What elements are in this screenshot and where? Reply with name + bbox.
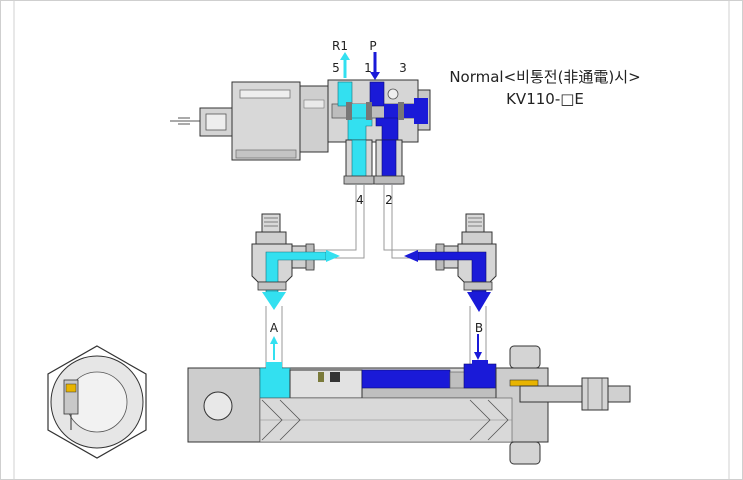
solenoid-valve [170, 79, 431, 185]
speed-controller-right [404, 213, 497, 312]
port-label-a: A [270, 321, 279, 335]
air-cylinder [187, 345, 631, 465]
port-label-p: P [369, 39, 376, 53]
exhaust-arrow-r1 [340, 52, 350, 78]
port-label-5: 5 [332, 61, 340, 75]
title-model: KV110-□E [506, 90, 584, 108]
supply-arrow-p [370, 52, 380, 80]
tube-a-vertical [265, 306, 283, 368]
cylinder-end-view [47, 345, 147, 459]
port-label-4: 4 [356, 193, 364, 207]
diagram-title: Normal<비통전(非通電)시> KV110-□E [440, 66, 650, 110]
flow-arrow-b-down [474, 334, 482, 360]
port-label-b: B [475, 321, 483, 335]
title-state: Normal<비통전(非通電)시> [449, 68, 641, 86]
port-label-1: 1 [364, 61, 372, 75]
speed-controller-left [251, 213, 340, 310]
tube-b-vertical [469, 306, 487, 368]
port-label-2: 2 [385, 193, 393, 207]
flow-arrow-a-up [270, 336, 278, 360]
port-label-3: 3 [399, 61, 407, 75]
port-label-r1: R1 [332, 39, 348, 53]
